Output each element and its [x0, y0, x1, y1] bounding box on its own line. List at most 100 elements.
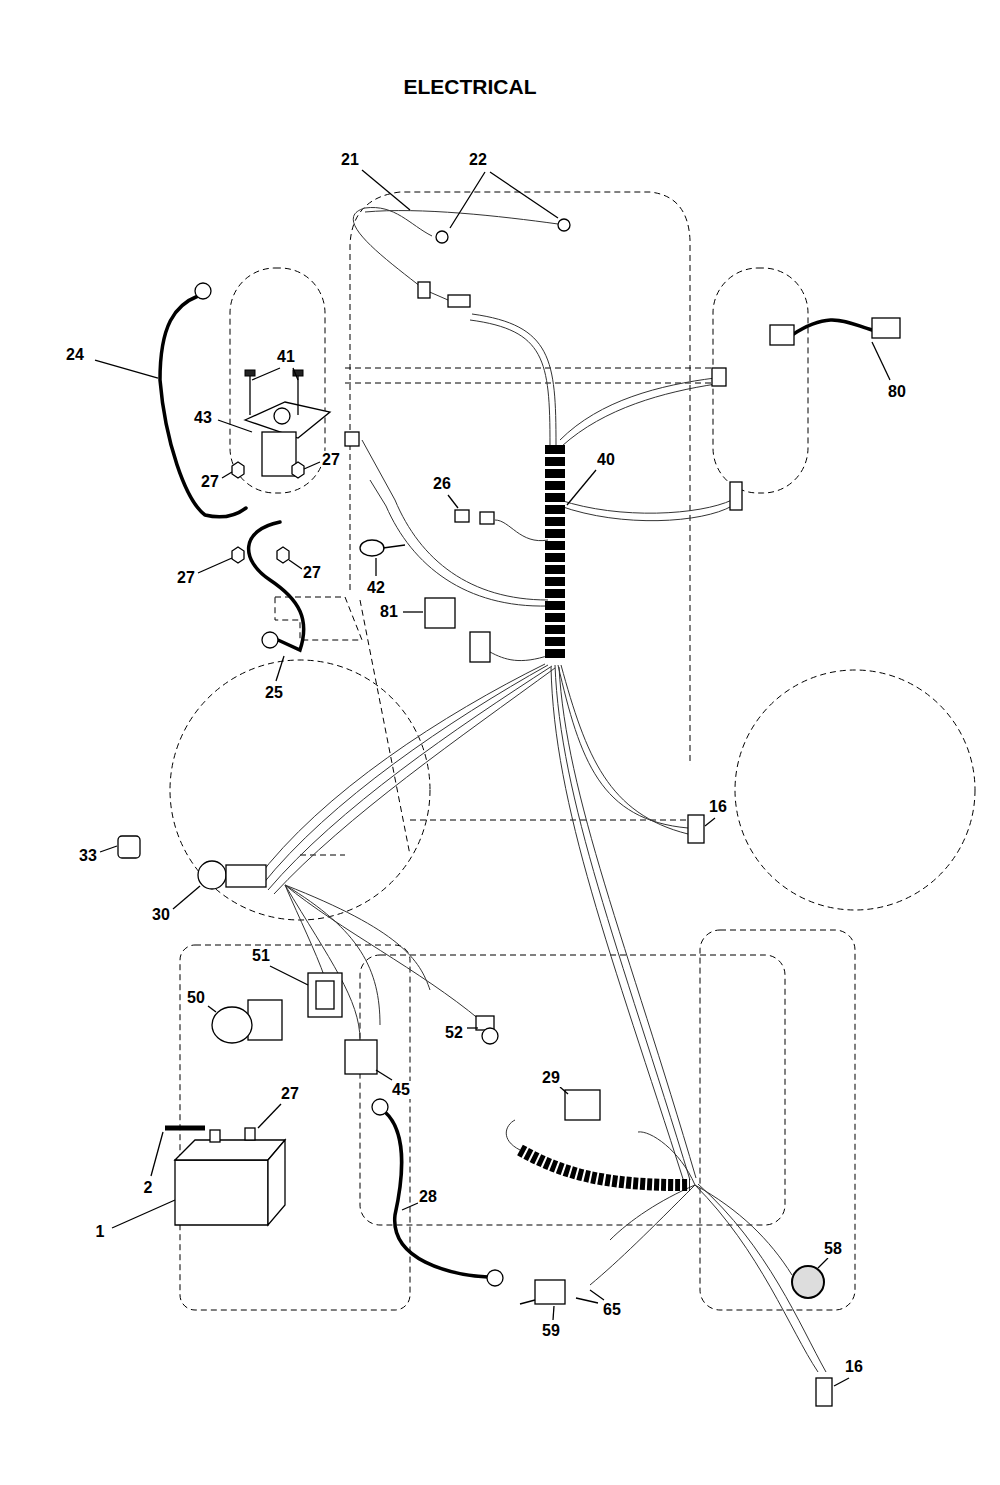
gasket	[308, 973, 342, 1017]
leader-line	[304, 462, 320, 469]
callout-number: 1	[95, 1223, 106, 1241]
headlight-bulb	[558, 219, 570, 231]
battery-side	[268, 1140, 285, 1225]
callout-number: 21	[340, 151, 360, 169]
leader-line	[276, 656, 284, 681]
leader-line	[553, 1306, 554, 1320]
tractor-outline	[170, 192, 975, 1310]
connector	[448, 295, 470, 307]
wire	[285, 885, 360, 1040]
callout-number: 42	[366, 579, 386, 597]
leader-line	[467, 1027, 478, 1028]
screw	[250, 375, 298, 415]
nut	[292, 462, 304, 478]
connector	[770, 325, 794, 345]
nut	[277, 547, 289, 563]
connector	[730, 482, 742, 510]
frame-outline	[180, 945, 410, 1310]
callout-number: 41	[276, 348, 296, 366]
bracket-outline	[275, 597, 362, 640]
leader-line	[375, 558, 376, 576]
diagram-title: ELECTRICAL	[404, 75, 537, 99]
callout-number: 52	[444, 1024, 464, 1042]
leader-line	[95, 360, 158, 378]
callout-number: 22	[468, 151, 488, 169]
screw-head	[245, 370, 255, 376]
battery-terminal	[210, 1130, 220, 1142]
cable	[249, 522, 304, 650]
callout-number: 80	[887, 383, 907, 401]
wire	[365, 211, 558, 224]
harness-conduit	[520, 1150, 690, 1185]
ignition-switch	[198, 861, 226, 889]
callout-number: 27	[280, 1085, 300, 1103]
wire	[285, 885, 480, 1020]
callout-number: 58	[823, 1240, 843, 1258]
axle-outline	[345, 368, 713, 383]
connector	[816, 1378, 832, 1406]
leader-line	[376, 1070, 392, 1080]
callout-number: 65	[602, 1301, 622, 1319]
wire	[268, 666, 552, 890]
clip-tail	[383, 545, 405, 548]
wire	[698, 1184, 826, 1372]
callout-number: 30	[151, 906, 171, 924]
battery-top	[175, 1140, 285, 1160]
callout-number: 43	[193, 409, 213, 427]
callout-number: 59	[541, 1322, 561, 1340]
wire	[262, 665, 548, 885]
wire	[561, 665, 688, 834]
wire	[559, 667, 696, 1178]
switch-body	[248, 1000, 282, 1040]
connector	[712, 368, 726, 386]
switch-plunger	[520, 1300, 535, 1304]
leader-line	[567, 470, 596, 505]
cable	[160, 296, 246, 517]
callout-number: 27	[176, 569, 196, 587]
nut	[232, 462, 244, 478]
nut	[232, 547, 244, 563]
leader-line	[289, 560, 302, 569]
wire	[560, 506, 732, 521]
leader-line	[448, 495, 458, 508]
seat-switch	[565, 1090, 600, 1120]
leader-line	[222, 472, 232, 478]
wire	[610, 1185, 695, 1240]
leader-lines	[95, 170, 890, 1386]
callout-number: 50	[186, 989, 206, 1007]
ring-terminal	[262, 632, 278, 648]
callout-number: 24	[65, 346, 85, 364]
leader-line	[705, 818, 715, 826]
fender-outline	[700, 930, 855, 1310]
callout-number: 26	[432, 475, 452, 493]
ring-terminal	[372, 1099, 388, 1115]
bulb	[482, 1028, 498, 1044]
wire	[353, 208, 432, 290]
callout-number: 27	[321, 451, 341, 469]
frame-outline	[300, 600, 690, 855]
wire	[555, 665, 690, 1180]
ignition-connector	[226, 865, 266, 887]
leader-line	[450, 172, 558, 228]
rear-wheel-outline	[735, 670, 975, 910]
solenoid-body	[262, 432, 296, 476]
wire	[560, 378, 715, 440]
wire	[638, 1132, 695, 1185]
ring-terminal	[487, 1270, 503, 1286]
callout-number: 28	[418, 1188, 438, 1206]
wire-harness	[256, 208, 826, 1372]
switch	[535, 1280, 565, 1304]
ring-terminal	[195, 283, 211, 299]
gasket-inner	[316, 981, 334, 1009]
callout-number: 16	[844, 1358, 864, 1376]
hood-outline	[350, 192, 690, 765]
leader-line	[218, 420, 252, 432]
callout-number: 27	[302, 564, 322, 582]
leader-line	[198, 558, 232, 573]
callout-number: 29	[541, 1069, 561, 1087]
wire	[558, 665, 688, 828]
wire	[285, 885, 430, 990]
wire	[274, 668, 555, 894]
key	[118, 836, 140, 858]
